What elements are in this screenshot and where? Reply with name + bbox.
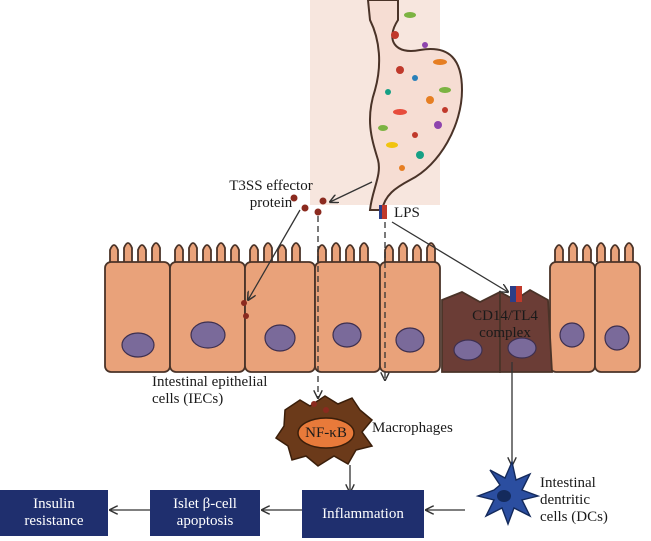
iec-label: Intestinal epithelial cells (IECs) bbox=[152, 374, 267, 408]
gut-bacteria bbox=[378, 12, 451, 171]
t3ss-label-line2: protein bbox=[249, 195, 293, 211]
iec-cell bbox=[244, 261, 316, 373]
insulin-resistance-box: Insulin resistance bbox=[0, 490, 108, 536]
nfkb-label: NF-κB bbox=[305, 425, 347, 441]
iec-cell bbox=[169, 261, 246, 373]
insulin-box-line1: Insulin bbox=[33, 496, 75, 512]
dc-label-line1: Intestinal bbox=[540, 475, 596, 491]
arrow-t3ss-to-iec bbox=[248, 209, 301, 300]
t3ss-label-line1: T3SS effector bbox=[229, 178, 313, 194]
dc-label: Intestinal dentritic cells (DCs) bbox=[540, 475, 608, 526]
cd14-label: CD14/TL4 complex bbox=[460, 308, 550, 342]
arrow-gut-to-t3ss bbox=[330, 181, 373, 202]
lps-marker bbox=[379, 205, 387, 219]
t3ss-effector-dots bbox=[290, 194, 327, 216]
cd14-receptor bbox=[510, 286, 522, 302]
iec-label-line1: Intestinal epithelial bbox=[152, 374, 268, 390]
iec-cell bbox=[549, 261, 596, 373]
cd14-label-line1: CD14/TL4 bbox=[472, 308, 538, 324]
iec-cell bbox=[314, 261, 381, 373]
macrophage-dot bbox=[311, 401, 317, 407]
islet-box-line2: apoptosis bbox=[176, 513, 234, 529]
t3ss-in-cell bbox=[241, 300, 249, 319]
t3ss-label: T3SS effector protein bbox=[221, 178, 321, 212]
nfkb-oval bbox=[297, 417, 355, 449]
iec-label-line2: cells (IECs) bbox=[152, 391, 224, 407]
cell-nuclei bbox=[121, 321, 630, 361]
islet-box-line1: Islet β-cell bbox=[173, 496, 237, 512]
dc-label-line2: dentritic bbox=[540, 492, 590, 508]
macrophages-label: Macrophages bbox=[372, 420, 453, 436]
cd14-label-line2: complex bbox=[479, 325, 531, 341]
iec-cell bbox=[594, 261, 641, 373]
stomach bbox=[366, 0, 464, 211]
islet-apoptosis-box: Islet β-cell apoptosis bbox=[150, 490, 260, 536]
arrow-lps-to-cd14 bbox=[391, 221, 508, 292]
iec-cell bbox=[379, 261, 441, 373]
dc-nucleus bbox=[497, 490, 511, 502]
inflammation-box-label: Inflammation bbox=[322, 505, 404, 522]
inflammation-box: Inflammation bbox=[302, 490, 424, 538]
macrophage-dot bbox=[323, 407, 329, 413]
epithelial-layer bbox=[104, 242, 641, 373]
insulin-box-line2: resistance bbox=[24, 513, 84, 529]
lps-label: LPS bbox=[394, 205, 420, 221]
dc-label-line3: cells (DCs) bbox=[540, 509, 608, 525]
